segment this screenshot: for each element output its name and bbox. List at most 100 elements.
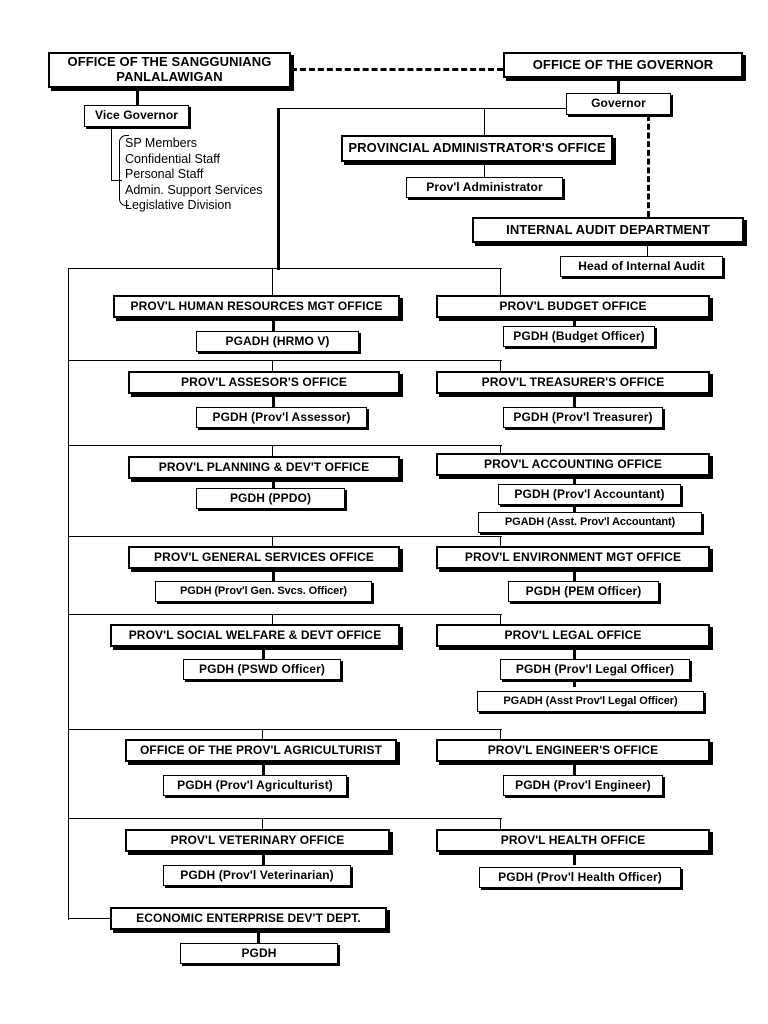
box-provl-veterinary-office[interactable]: PROV'L VETERINARY OFFICE bbox=[125, 829, 390, 852]
internal-audit-department-label: INTERNAL AUDIT DEPARTMENT bbox=[506, 221, 710, 237]
staff-item-legislative-division: Legislative Division bbox=[125, 198, 232, 213]
rail-band-8-to-economic-enterprise bbox=[68, 918, 114, 920]
connector-vice-governor-to-staff bbox=[111, 127, 113, 181]
drop-band-1-left bbox=[272, 268, 274, 295]
drop-band-2-left bbox=[272, 360, 274, 372]
connector-padmin-office-to-padmin bbox=[484, 162, 486, 177]
connector-pemo-to-position bbox=[573, 569, 576, 582]
box-position-pgadh-asst-provl-accountant[interactable]: PGADH (Asst. Prov'l Accountant) bbox=[478, 512, 702, 533]
box-position-pgdh-economic-enterprise[interactable]: PGDH bbox=[180, 943, 338, 964]
box-provl-planning-and-devt-office[interactable]: PROV'L PLANNING & DEV'T OFFICE bbox=[128, 456, 400, 479]
box-office-of-the-provl-agriculturist[interactable]: OFFICE OF THE PROV'L AGRICULTURIST bbox=[125, 739, 397, 762]
box-position-pgdh-provl-engineer[interactable]: PGDH (Prov'l Engineer) bbox=[503, 775, 663, 796]
staff-item-admin-support-services: Admin. Support Services bbox=[125, 182, 263, 197]
connector-iad-to-head-of-internal-audit bbox=[647, 243, 649, 256]
box-position-pgdh-provl-legal-officer[interactable]: PGDH (Prov'l Legal Officer) bbox=[500, 659, 690, 680]
connector-budget-to-position bbox=[573, 318, 576, 331]
box-position-pgdh-provl-agriculturist[interactable]: PGDH (Prov'l Agriculturist) bbox=[163, 775, 347, 796]
office-label: PROV'L ACCOUNTING OFFICE bbox=[484, 456, 662, 471]
box-position-pgdh-provl-assessor[interactable]: PGDH (Prov'l Assessor) bbox=[196, 407, 367, 428]
box-provl-social-welfare-and-devt-office[interactable]: PROV'L SOCIAL WELFARE & DEVT OFFICE bbox=[110, 624, 400, 647]
governor-label: Governor bbox=[591, 96, 646, 111]
box-position-pgdh-pswd-officer[interactable]: PGDH (PSWD Officer) bbox=[183, 659, 341, 680]
box-head-of-internal-audit[interactable]: Head of Internal Audit bbox=[560, 256, 723, 277]
box-position-pgdh-provl-health-officer[interactable]: PGDH (Prov'l Health Officer) bbox=[479, 867, 681, 888]
box-position-pgdh-provl-treasurer[interactable]: PGDH (Prov'l Treasurer) bbox=[503, 407, 663, 428]
box-provl-accounting-office[interactable]: PROV'L ACCOUNTING OFFICE bbox=[436, 453, 710, 476]
box-position-pgdh-provl-accountant[interactable]: PGDH (Prov'l Accountant) bbox=[498, 484, 681, 505]
position-label: PGDH (PSWD Officer) bbox=[199, 661, 325, 676]
drop-band-4-right bbox=[500, 536, 502, 547]
box-provincial-administrators-office[interactable]: PROVINCIAL ADMINISTRATOR'S OFFICE bbox=[341, 135, 613, 162]
connector-gso-to-position bbox=[272, 569, 275, 582]
box-governor[interactable]: Governor bbox=[566, 93, 671, 115]
provincial-administrators-office-label: PROVINCIAL ADMINISTRATOR'S OFFICE bbox=[348, 140, 606, 156]
connector-opa-to-position bbox=[262, 762, 265, 775]
rail-band-7 bbox=[68, 818, 502, 820]
connector-pswdo-to-position bbox=[262, 647, 265, 660]
box-provl-treasurers-office[interactable]: PROV'L TREASURER'S OFFICE bbox=[436, 371, 710, 394]
provl-administrator-label: Prov'l Administrator bbox=[426, 179, 543, 194]
box-provl-engineers-office[interactable]: PROV'L ENGINEER'S OFFICE bbox=[436, 739, 710, 762]
box-provl-environment-mgt-office[interactable]: PROV'L ENVIRONMENT MGT OFFICE bbox=[436, 546, 710, 569]
drop-band-1-right bbox=[500, 268, 502, 295]
drop-band-3-right bbox=[500, 445, 502, 457]
office-label: PROV'L SOCIAL WELFARE & DEVT OFFICE bbox=[128, 627, 382, 642]
office-label: PROV'L HUMAN RESOURCES MGT OFFICE bbox=[130, 298, 383, 313]
box-vice-governor[interactable]: Vice Governor bbox=[84, 105, 189, 127]
box-position-pgdh-ppdo[interactable]: PGDH (PPDO) bbox=[196, 488, 345, 509]
box-provl-general-services-office[interactable]: PROV'L GENERAL SERVICES OFFICE bbox=[128, 546, 400, 569]
box-position-pgdh-pem-officer[interactable]: PGDH (PEM Officer) bbox=[508, 581, 659, 602]
position-label: PGADH (HRMO V) bbox=[225, 333, 330, 348]
position-label: PGDH (Prov'l Gen. Svcs. Officer) bbox=[180, 585, 347, 598]
box-provl-administrator[interactable]: Prov'l Administrator bbox=[406, 177, 563, 198]
box-economic-enterprise-devt-dept[interactable]: ECONOMIC ENTERPRISE DEV'T DEPT. bbox=[110, 907, 387, 930]
drop-band-5-left bbox=[272, 614, 274, 625]
sp-staff-list: SP Members Confidential Staff Personal S… bbox=[125, 136, 263, 214]
connector-rail-to-provincial-administrators-office bbox=[484, 108, 486, 135]
box-internal-audit-department[interactable]: INTERNAL AUDIT DEPARTMENT bbox=[472, 217, 744, 243]
drop-band-5-right bbox=[500, 614, 502, 625]
drop-band-7-right bbox=[500, 818, 502, 829]
box-office-of-the-governor[interactable]: OFFICE OF THE GOVERNOR bbox=[503, 52, 743, 78]
box-office-of-sangguniang-panlalawigan[interactable]: OFFICE OF THE SANGGUNIANG PANLALAWIGAN bbox=[48, 52, 291, 88]
drop-band-3-left bbox=[272, 445, 274, 457]
spine-governor-to-departments bbox=[277, 108, 280, 270]
sp-staff-bracket bbox=[119, 135, 129, 206]
box-position-pgdh-provl-veterinarian[interactable]: PGDH (Prov'l Veterinarian) bbox=[163, 865, 351, 886]
connector-ppdo-to-position bbox=[272, 479, 275, 492]
box-provl-human-resources-mgt-office[interactable]: PROV'L HUMAN RESOURCES MGT OFFICE bbox=[113, 295, 400, 318]
drop-band-6-right bbox=[500, 729, 502, 740]
position-label: PGDH (Prov'l Treasurer) bbox=[513, 409, 653, 424]
box-provl-legal-office[interactable]: PROV'L LEGAL OFFICE bbox=[436, 624, 710, 647]
office-label: PROV'L BUDGET OFFICE bbox=[499, 298, 647, 313]
rail-band-3 bbox=[68, 445, 502, 447]
connector-pho-to-position bbox=[573, 852, 576, 865]
vice-governor-label: Vice Governor bbox=[94, 108, 179, 123]
drop-band-2-right bbox=[500, 360, 502, 372]
box-position-pgdh-provl-gen-svcs-officer[interactable]: PGDH (Prov'l Gen. Svcs. Officer) bbox=[155, 581, 372, 602]
box-provl-assesors-office[interactable]: PROV'L ASSESOR'S OFFICE bbox=[128, 371, 400, 394]
box-provl-health-office[interactable]: PROV'L HEALTH OFFICE bbox=[436, 829, 710, 852]
position-label: PGDH (PEM Officer) bbox=[525, 583, 642, 598]
box-provl-budget-office[interactable]: PROV'L BUDGET OFFICE bbox=[436, 295, 710, 318]
connector-peo-to-position bbox=[573, 762, 576, 775]
sp-office-label-line1: OFFICE OF THE SANGGUNIANG bbox=[67, 54, 272, 70]
staff-item-sp-members: SP Members bbox=[125, 136, 198, 150]
box-position-pgadh-hrmo-v[interactable]: PGADH (HRMO V) bbox=[196, 331, 359, 352]
sp-office-label-line2: PANLALAWIGAN bbox=[116, 69, 223, 84]
position-label: PGDH (Prov'l Agriculturist) bbox=[177, 777, 333, 792]
office-label: PROV'L HEALTH OFFICE bbox=[500, 832, 646, 847]
rail-band-2 bbox=[68, 360, 502, 362]
staff-item-confidential-staff: Confidential Staff bbox=[125, 151, 220, 166]
connector-staff-stem-horizontal bbox=[111, 180, 122, 182]
connector-eedd-to-position bbox=[257, 930, 260, 943]
box-position-pgdh-budget-officer[interactable]: PGDH (Budget Officer) bbox=[503, 326, 655, 347]
staff-item-personal-staff: Personal Staff bbox=[125, 167, 204, 182]
box-position-pgadh-asst-provl-legal-officer[interactable]: PGADH (Asst Prov'l Legal Officer) bbox=[477, 691, 704, 712]
connector-governor-to-internal-audit-dashed bbox=[647, 115, 650, 217]
governor-office-label: OFFICE OF THE GOVERNOR bbox=[532, 56, 714, 72]
connector-assesor-to-position bbox=[272, 394, 275, 407]
office-label: ECONOMIC ENTERPRISE DEV'T DEPT. bbox=[136, 910, 361, 925]
